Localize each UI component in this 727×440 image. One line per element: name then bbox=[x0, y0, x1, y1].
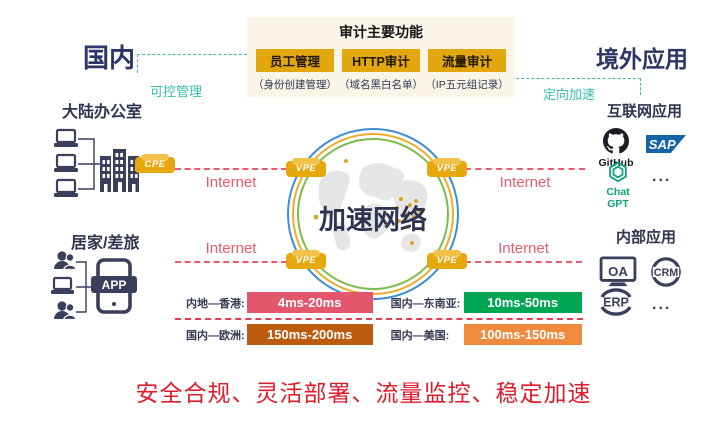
office-network-graphic bbox=[54, 128, 139, 197]
teal-connector-left bbox=[137, 54, 247, 55]
connector-lines bbox=[78, 138, 100, 190]
app-badge-label: APP bbox=[102, 278, 127, 292]
crm-icon: CRM bbox=[651, 257, 681, 287]
phone-app-icon: APP bbox=[91, 258, 137, 314]
latency-route-eu: 国内—欧洲: bbox=[186, 329, 245, 342]
label-directed-acceleration: 定向加速 bbox=[543, 87, 596, 102]
latency-bar-hk: 4ms-20ms bbox=[246, 292, 373, 313]
audit-panel-title: 审计主要功能 bbox=[339, 24, 423, 40]
vpe-badge-top-left: VPE bbox=[286, 158, 326, 177]
erp-icon: ERP bbox=[600, 288, 632, 316]
latency-row-1: 内地—香港: 4ms-20ms 国内—东南亚: 10ms-50ms bbox=[186, 292, 582, 313]
vpe-badge-bottom-left: VPE bbox=[286, 250, 326, 269]
audit-sub-employee: （身份创建管理） bbox=[253, 79, 337, 91]
core-ring-middle bbox=[292, 133, 454, 295]
internet-link-top-right bbox=[465, 168, 585, 170]
label-mainland-office: 大陆办公室 bbox=[62, 104, 143, 121]
internet-label-top-left: Internet bbox=[205, 174, 257, 191]
app-chatgpt: Chat GPT bbox=[598, 161, 638, 210]
audit-feature-employee: 员工管理 （身份创建管理） bbox=[252, 49, 338, 92]
audit-sub-http: （域名黑白名单） bbox=[339, 79, 423, 91]
home-travel-graphic: APP bbox=[51, 251, 137, 321]
oa-icon: OA bbox=[599, 256, 637, 287]
audit-button-traffic: 流量审计 bbox=[428, 49, 506, 72]
latency-route-hk: 内地—香港: bbox=[186, 297, 245, 310]
latency-divider-line bbox=[175, 318, 583, 320]
teal-connector-left-vertical bbox=[137, 54, 138, 73]
latency-bar-us: 100ms-150ms bbox=[463, 324, 582, 345]
vpe-badge-top-right: VPE bbox=[427, 158, 467, 177]
audit-feature-traffic: 流量审计 （IP五元组记录） bbox=[424, 49, 510, 92]
latency-bar-sea: 10ms-50ms bbox=[463, 292, 582, 313]
heading-overseas: 境外应用 bbox=[596, 46, 688, 72]
app-crm: CRM bbox=[650, 256, 682, 293]
latency-bar-eu: 150ms-200ms bbox=[246, 324, 373, 345]
internet-link-top-left bbox=[175, 168, 287, 170]
core-network-title: 加速网络 bbox=[319, 205, 427, 235]
internet-label-bottom-left: Internet bbox=[205, 240, 257, 257]
internet-link-bottom-left bbox=[175, 261, 287, 263]
building-icon bbox=[100, 149, 139, 192]
users-icon bbox=[54, 251, 78, 271]
github-icon bbox=[603, 128, 629, 154]
world-map bbox=[313, 159, 428, 252]
laptop-icon bbox=[54, 153, 78, 172]
erp-label: ERP bbox=[603, 296, 629, 310]
audit-button-http: HTTP审计 bbox=[342, 49, 420, 72]
laptop-icon bbox=[51, 276, 74, 294]
audit-button-employee: 员工管理 bbox=[256, 49, 334, 72]
more-internet-apps-ellipsis: ... bbox=[652, 168, 672, 185]
internet-label-top-right: Internet bbox=[499, 174, 551, 191]
users-icon bbox=[54, 301, 78, 321]
heading-domestic: 国内 bbox=[83, 43, 136, 73]
core-ring-outer bbox=[287, 128, 459, 300]
tagline: 安全合规、灵活部署、流量监控、稳定加速 bbox=[135, 380, 592, 406]
label-home-travel: 居家/差旅 bbox=[71, 235, 140, 252]
audit-feature-row: 员工管理 （身份创建管理） HTTP审计 （域名黑白名单） 流量审计 （IP五元… bbox=[247, 42, 515, 92]
audit-panel: 审计主要功能 员工管理 （身份创建管理） HTTP审计 （域名黑白名单） 流量审… bbox=[247, 17, 515, 97]
laptop-icon bbox=[54, 178, 78, 197]
sap-logo-text: SAP bbox=[649, 137, 676, 152]
cpe-badge: CPE bbox=[135, 154, 175, 173]
oa-label: OA bbox=[608, 264, 628, 279]
chatgpt-label: Chat GPT bbox=[606, 186, 630, 210]
internet-label-bottom-right: Internet bbox=[498, 240, 549, 257]
laptop-icon bbox=[54, 128, 78, 147]
teal-connector-right-vertical bbox=[640, 78, 641, 95]
latency-row-2: 国内—欧洲: 150ms-200ms 国内—美国: 100ms-150ms bbox=[186, 324, 582, 345]
vpe-badge-bottom-right: VPE bbox=[427, 250, 467, 269]
app-sap: SAP bbox=[646, 134, 686, 159]
app-oa: OA bbox=[599, 256, 637, 293]
audit-feature-http: HTTP审计 （域名黑白名单） bbox=[338, 49, 424, 92]
internet-link-bottom-right bbox=[465, 261, 582, 263]
teal-connector-right bbox=[516, 78, 641, 79]
label-controlled-management: 可控管理 bbox=[150, 84, 203, 99]
label-internal-apps: 内部应用 bbox=[616, 229, 677, 246]
label-internet-apps: 互联网应用 bbox=[607, 103, 683, 120]
sap-logo: SAP bbox=[646, 135, 686, 153]
core-ring-inner bbox=[297, 138, 449, 290]
audit-sub-traffic: （IP五元组记录） bbox=[425, 79, 509, 91]
crm-label: CRM bbox=[654, 267, 679, 279]
latency-route-sea: 国内—东南亚: bbox=[390, 297, 461, 310]
more-internal-apps-ellipsis: ... bbox=[652, 296, 672, 313]
app-erp: ERP bbox=[597, 287, 635, 322]
latency-route-us: 国内—美国: bbox=[390, 329, 450, 342]
chatgpt-icon bbox=[609, 161, 627, 183]
